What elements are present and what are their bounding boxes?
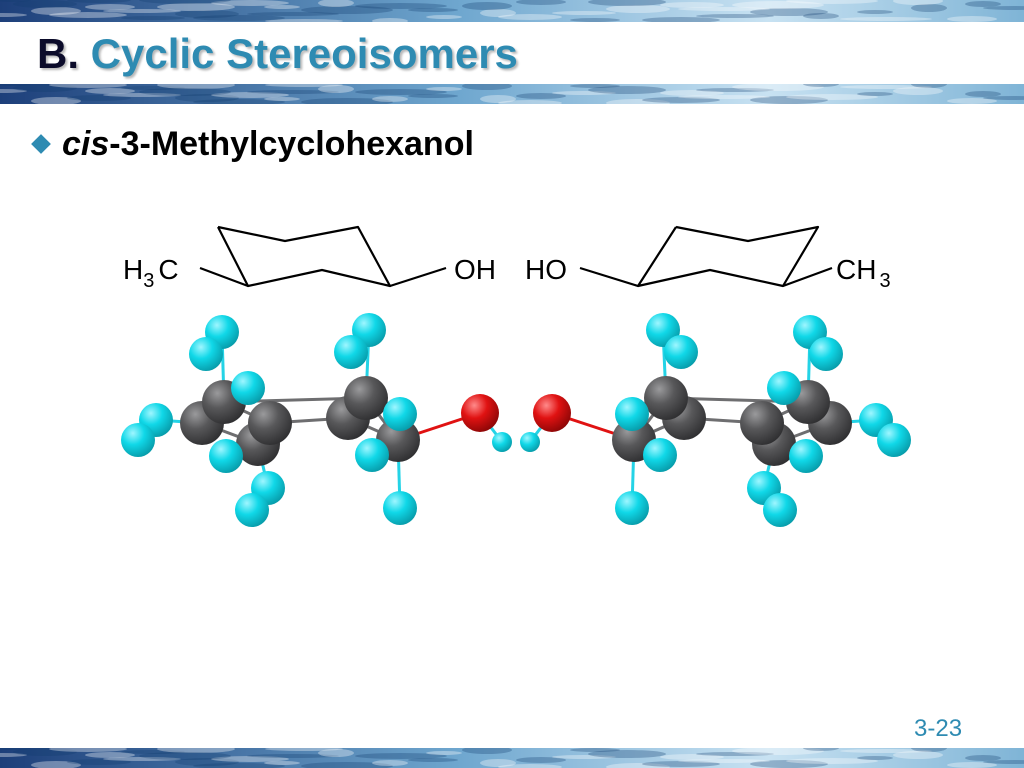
left-chair-ring	[217, 225, 392, 288]
title-underline-band	[0, 84, 1024, 104]
right-chair-ring	[636, 225, 820, 288]
cis-prefix: cis	[62, 125, 110, 163]
right-oxygen-atom	[533, 394, 571, 432]
left-hydrogen-atom	[355, 438, 389, 472]
page-number: 3-23	[914, 715, 963, 742]
left-hydrogen-atom	[492, 432, 512, 452]
right-hydrogen-atom	[520, 432, 540, 452]
left-hydrogen-atom	[383, 397, 417, 431]
right-methyl-bond	[782, 266, 833, 288]
right-ball-and-stick-model	[520, 313, 911, 527]
right-hydrogen-atom	[763, 493, 797, 527]
left-hydrogen-atom	[235, 493, 269, 527]
left-carbon-atom	[248, 401, 292, 445]
left-carbon-atom	[344, 376, 388, 420]
compound-name: -3-Methylcyclohexanol	[109, 125, 474, 163]
left-hydrogen-atom	[189, 337, 223, 371]
top-decorative-band	[0, 0, 1024, 22]
left-hydrogen-atom	[231, 371, 265, 405]
right-hydroxyl-bond	[579, 266, 639, 288]
left-hydroxyl-bond	[389, 266, 447, 288]
bottom-decorative-band	[0, 748, 1024, 768]
slide-title: B. Cyclic Stereoisomers	[37, 28, 518, 80]
right-carbon-atom	[740, 401, 784, 445]
bullet-point: cis-3-Methylcyclohexanol	[30, 124, 474, 164]
right-hydrogen-atom	[809, 337, 843, 371]
right-hydrogen-atom	[643, 438, 677, 472]
left-chair-structure	[199, 225, 447, 288]
left-hydrogen-atom	[121, 423, 155, 457]
right-hydrogen-atom	[767, 371, 801, 405]
right-hydrogen-atom	[615, 491, 649, 525]
right-hydroxyl-label: HO	[525, 254, 567, 285]
right-hydrogen-atom	[877, 423, 911, 457]
left-methyl-bond	[199, 266, 249, 288]
left-hydrogen-atom	[334, 335, 368, 369]
left-hydrogen-atom	[209, 439, 243, 473]
right-chair-structure	[579, 225, 833, 288]
left-hydrogen-atom	[383, 491, 417, 525]
right-hydrogen-atom	[615, 397, 649, 431]
right-hydrogen-atom	[789, 439, 823, 473]
left-oxygen-atom	[461, 394, 499, 432]
left-ball-and-stick-model	[121, 313, 512, 527]
right-carbon-atom	[644, 376, 688, 420]
right-hydrogen-atom	[664, 335, 698, 369]
left-hydroxyl-label: OH	[454, 254, 496, 285]
section-letter: B.	[37, 30, 79, 77]
section-title: Cyclic Stereoisomers	[90, 30, 518, 77]
